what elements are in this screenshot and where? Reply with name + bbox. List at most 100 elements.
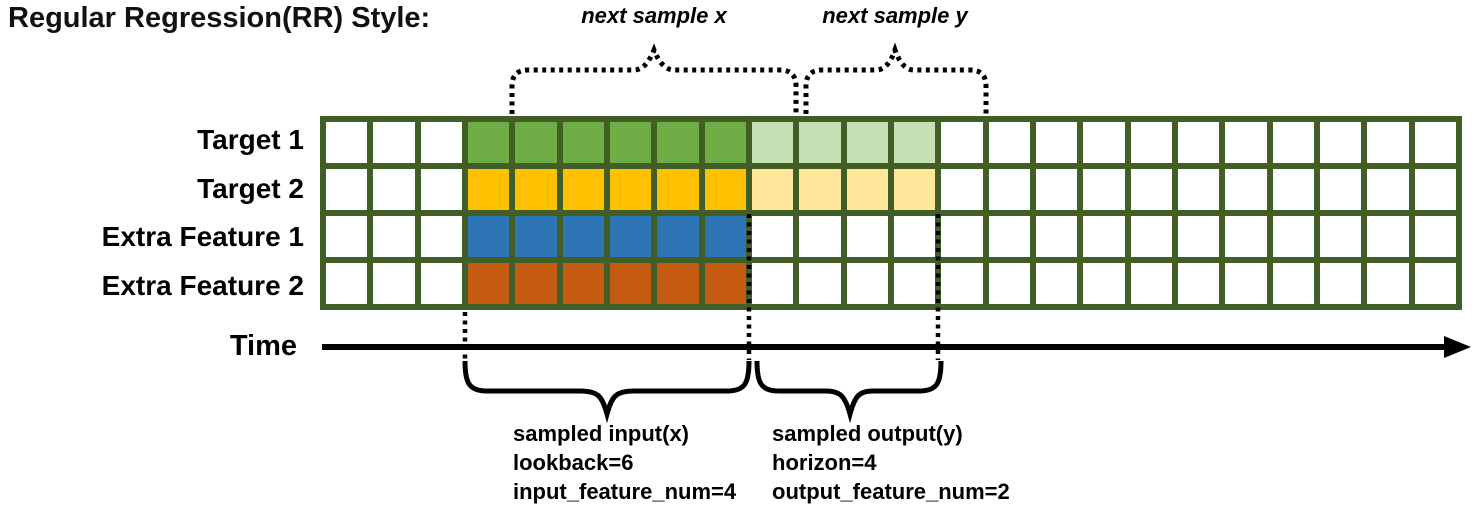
grid-cell-r2-c23: [1367, 169, 1409, 210]
grid-cell-r4-c20: [1225, 263, 1267, 304]
grid-cell-r2-c22: [1319, 169, 1362, 210]
grid-cell-r1-c18: [1130, 122, 1172, 163]
next-sample-y-label: next sample y: [822, 3, 968, 28]
time-axis-arrowhead: [1444, 336, 1471, 358]
grid-cell-r3-c12: [846, 216, 888, 257]
grid-cell-r3-c20: [1225, 216, 1267, 257]
grid-cell-r1-c13: [893, 122, 936, 163]
grid-cell-r4-c19: [1177, 263, 1220, 304]
grid-cell-r4-c7: [609, 263, 652, 304]
grid-cell-r4-c22: [1319, 263, 1362, 304]
grid-cell-r2-c16: [1035, 169, 1078, 210]
grid-cell-r4-c3: [420, 263, 462, 304]
grid-cell-r1-c7: [609, 122, 652, 163]
next-sample-x-brace: [509, 43, 799, 114]
diagram-title: Regular Regression(RR) Style:: [8, 2, 431, 34]
grid-cell-r3-c6: [562, 216, 604, 257]
grid-cell-r4-c1: [326, 263, 368, 304]
grid-cell-r1-c11: [799, 122, 841, 163]
grid-cell-r2-c14: [941, 169, 983, 210]
sampled-input-line: sampled input(x): [513, 421, 690, 446]
grid-cell-r2-c15: [988, 169, 1030, 210]
grid-cell-r3-c5: [515, 216, 557, 257]
grid-cell-r1-c12: [846, 122, 888, 163]
grid-cell-r3-c17: [1083, 216, 1125, 257]
grid-cell-r3-c2: [373, 216, 415, 257]
grid-cell-r3-c3: [420, 216, 462, 257]
sampled-output-brace: [754, 360, 944, 424]
sampled-input-brace: [462, 360, 752, 424]
grid-cell-r3-c15: [988, 216, 1030, 257]
grid-cell-r4-c10: [751, 263, 794, 304]
grid-cell-r3-c23: [1367, 216, 1409, 257]
horizon-line: horizon=4: [772, 450, 877, 475]
row-label-extra-feature-2: Extra Feature 2: [101, 269, 304, 301]
grid-cell-r1-c23: [1367, 122, 1409, 163]
grid-cell-r2-c3: [420, 169, 462, 210]
grid-cell-r3-c10: [751, 216, 794, 257]
sample-grid: [320, 116, 1462, 310]
grid-cell-r2-c2: [373, 169, 415, 210]
grid-cell-r3-c4: [467, 216, 510, 257]
sampled-output-line: sampled output(y): [772, 421, 963, 446]
grid-cell-r4-c11: [799, 263, 841, 304]
grid-cell-r2-c4: [467, 169, 510, 210]
grid-cell-r1-c24: [1414, 122, 1456, 163]
grid-cell-r2-c21: [1272, 169, 1314, 210]
grid-cell-r4-c13: [893, 263, 936, 304]
grid-cell-r1-c16: [1035, 122, 1078, 163]
grid-cell-r1-c2: [373, 122, 415, 163]
grid-cell-r4-c5: [515, 263, 557, 304]
grid-cell-r2-c11: [799, 169, 841, 210]
grid-cell-r3-c8: [657, 216, 699, 257]
grid-cell-r2-c1: [326, 169, 368, 210]
grid-cell-r2-c8: [657, 169, 699, 210]
grid-cell-r1-c21: [1272, 122, 1314, 163]
grid-cell-r3-c7: [609, 216, 652, 257]
grid-cell-r1-c5: [515, 122, 557, 163]
grid-cell-r2-c18: [1130, 169, 1172, 210]
grid-cell-r2-c6: [562, 169, 604, 210]
grid-cell-r4-c21: [1272, 263, 1314, 304]
grid-cell-r4-c2: [373, 263, 415, 304]
grid-cell-r4-c9: [704, 263, 746, 304]
grid-cell-r1-c6: [562, 122, 604, 163]
grid-cell-r3-c16: [1035, 216, 1078, 257]
grid-cell-r1-c22: [1319, 122, 1362, 163]
grid-cell-r2-c9: [704, 169, 746, 210]
grid-cell-r2-c17: [1083, 169, 1125, 210]
grid-cell-r2-c5: [515, 169, 557, 210]
grid-cell-r4-c23: [1367, 263, 1409, 304]
grid-cell-r2-c20: [1225, 169, 1267, 210]
grid-cell-r2-c12: [846, 169, 888, 210]
grid-cell-r1-c20: [1225, 122, 1267, 163]
time-axis-label: Time: [229, 330, 297, 362]
sampled-input-note: sampled input(x) lookback=6 input_featur…: [513, 419, 736, 506]
grid-cell-r1-c14: [941, 122, 983, 163]
grid-cell-r2-c19: [1177, 169, 1220, 210]
grid-cell-r3-c13: [893, 216, 936, 257]
grid-cell-r1-c3: [420, 122, 462, 163]
lookback-line: lookback=6: [513, 450, 634, 475]
grid-cell-r4-c17: [1083, 263, 1125, 304]
grid-cell-r3-c1: [326, 216, 368, 257]
grid-cell-r3-c11: [799, 216, 841, 257]
sampled-output-note: sampled output(y) horizon=4 output_featu…: [772, 419, 1010, 506]
grid-cell-r4-c4: [467, 263, 510, 304]
grid-cell-r1-c10: [751, 122, 794, 163]
grid-cell-r3-c21: [1272, 216, 1314, 257]
next-sample-y-brace: [803, 42, 989, 114]
grid-cell-r2-c10: [751, 169, 794, 210]
row-labels: Target 1 Target 2 Extra Feature 1 Extra …: [0, 116, 312, 310]
grid-cell-r4-c6: [562, 263, 604, 304]
row-label-target-2: Target 2: [197, 172, 304, 204]
input-feature-num-line: input_feature_num=4: [513, 479, 737, 504]
grid-cell-r2-c7: [609, 169, 652, 210]
grid-cell-r2-c13: [893, 169, 936, 210]
grid-cell-r3-c9: [704, 216, 746, 257]
grid-cell-r1-c15: [988, 122, 1030, 163]
grid-cell-r3-c14: [941, 216, 983, 257]
grid-cell-r1-c1: [326, 122, 368, 163]
grid-cell-r4-c8: [657, 263, 699, 304]
